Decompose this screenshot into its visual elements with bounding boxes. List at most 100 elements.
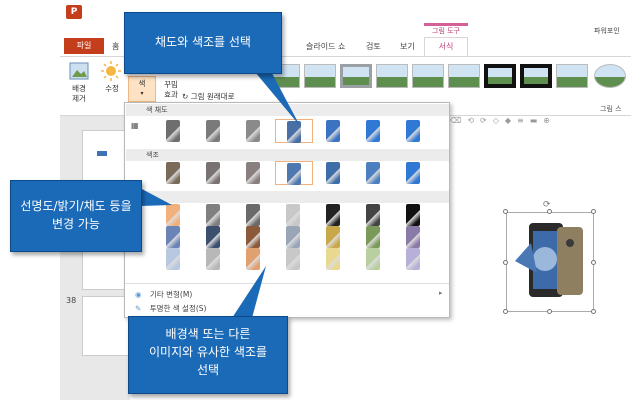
color-swatch[interactable] xyxy=(363,119,383,143)
reset-picture-icon: ↻ xyxy=(182,92,189,101)
color-swatch[interactable] xyxy=(243,247,263,271)
phone-thumbnail-icon xyxy=(406,204,420,226)
set-transparent-color-item[interactable]: ✎ 투명한 색 설정(S) xyxy=(135,303,206,314)
color-swatch[interactable] xyxy=(283,247,303,271)
more-variations-label: 기타 변형(M) xyxy=(149,290,193,299)
slide-thumb-accent xyxy=(97,151,107,156)
tab-format[interactable]: 서식 xyxy=(424,37,468,56)
artistic-effects-button[interactable]: 꾸밈 효과 xyxy=(158,80,184,100)
phone-thumbnail-icon xyxy=(246,204,260,226)
color-swatch[interactable] xyxy=(363,161,383,185)
color-swatch[interactable] xyxy=(363,225,383,249)
color-swatch[interactable] xyxy=(163,247,183,271)
phone-thumbnail-icon xyxy=(246,120,260,142)
tab-home[interactable]: 홈 xyxy=(112,42,120,51)
arrow-bottom xyxy=(232,266,266,318)
picture-style-7[interactable] xyxy=(484,64,516,88)
reset-picture-button[interactable]: ↻ 그림 원래대로 xyxy=(182,92,252,102)
color-swatch[interactable] xyxy=(243,119,263,143)
phone-thumbnail-icon xyxy=(206,120,220,142)
artistic-label-line1: 꾸밈 xyxy=(164,80,178,89)
corrections-button[interactable] xyxy=(100,60,122,82)
color-swatch[interactable] xyxy=(403,247,423,271)
resize-handle[interactable] xyxy=(591,209,596,214)
resize-handle[interactable] xyxy=(503,260,508,265)
resize-handle[interactable] xyxy=(547,309,552,314)
phone-thumbnail-icon xyxy=(206,226,220,248)
phone-thumbnail-icon xyxy=(246,248,260,270)
color-swatch[interactable] xyxy=(323,247,343,271)
color-swatch[interactable] xyxy=(363,247,383,271)
color-swatch[interactable] xyxy=(403,225,423,249)
picture-style-10[interactable] xyxy=(594,64,626,88)
resize-handle[interactable] xyxy=(547,209,552,214)
color-swatch[interactable] xyxy=(203,119,223,143)
corrections-label: 수정 xyxy=(105,84,119,93)
phone-thumbnail-icon xyxy=(286,204,300,226)
tone-section-header: 색조 xyxy=(126,149,449,161)
resize-handle[interactable] xyxy=(591,260,596,265)
color-swatch[interactable] xyxy=(275,161,313,185)
remove-bg-label-line2: 제거 xyxy=(72,94,86,103)
color-button[interactable]: 색 ▾ xyxy=(128,76,156,102)
color-swatch[interactable] xyxy=(283,203,303,227)
phone-thumbnail-icon xyxy=(366,162,380,184)
color-swatch[interactable] xyxy=(203,247,223,271)
resize-handle[interactable] xyxy=(503,309,508,314)
color-swatch[interactable] xyxy=(323,161,343,185)
phone-thumbnail-icon xyxy=(206,248,220,270)
picture-tools-context-label: 그림 도구 xyxy=(424,23,468,37)
set-transparent-color-label: 투명한 색 설정(S) xyxy=(149,304,207,313)
remove-background-button[interactable] xyxy=(68,60,90,82)
tab-review[interactable]: 검토 xyxy=(366,42,381,51)
phone-thumbnail-icon xyxy=(406,162,420,184)
color-swatch[interactable] xyxy=(203,225,223,249)
color-swatch[interactable] xyxy=(203,161,223,185)
phone-thumbnail-icon xyxy=(166,226,180,248)
tab-file[interactable]: 파일 xyxy=(64,38,104,54)
artistic-label-line2: 효과 xyxy=(164,90,178,99)
color-swatch[interactable] xyxy=(323,225,343,249)
picture-style-8[interactable] xyxy=(520,64,552,88)
color-swatch[interactable] xyxy=(403,119,423,143)
color-swatch[interactable] xyxy=(323,119,343,143)
eyedropper-icon: ✎ xyxy=(135,304,142,313)
powerpoint-app-icon: P xyxy=(66,5,82,19)
picture-style-3[interactable] xyxy=(340,64,372,88)
color-swatch[interactable] xyxy=(323,203,343,227)
picture-style-2[interactable] xyxy=(304,64,336,88)
color-swatch[interactable] xyxy=(275,119,313,143)
color-button-label: 색 xyxy=(138,79,146,88)
phone-thumbnail-icon xyxy=(246,162,260,184)
resize-handle[interactable] xyxy=(591,309,596,314)
resize-handle[interactable] xyxy=(503,209,508,214)
color-swatch[interactable] xyxy=(243,225,263,249)
slide-thumbnail-38[interactable] xyxy=(82,296,130,356)
picture-style-5[interactable] xyxy=(412,64,444,88)
menu-divider xyxy=(125,283,449,284)
color-swatch[interactable] xyxy=(243,161,263,185)
tab-view[interactable]: 보기 xyxy=(400,42,415,51)
callout-bottom-line2: 이미지와 유사한 색조를 xyxy=(148,345,268,359)
rotate-handle-icon[interactable]: ⟳ xyxy=(543,200,551,210)
secondary-toolbar-icons[interactable]: ⌫⟲⟳◇◆≡▬⊕ xyxy=(450,116,556,125)
color-swatch[interactable] xyxy=(363,203,383,227)
more-variations-item[interactable]: ◉ 기타 변형(M) xyxy=(135,289,192,300)
phone-thumbnail-icon xyxy=(326,204,340,226)
chevron-right-icon: ▸ xyxy=(439,289,443,297)
color-gallery-dropdown: 색 채도 색조 ▦ ◉ 기타 변형(M) ▸ ✎ 투명한 색 설정(S) xyxy=(124,102,450,318)
color-swatch[interactable] xyxy=(203,203,223,227)
color-swatch[interactable] xyxy=(243,203,263,227)
color-swatch[interactable] xyxy=(283,225,303,249)
color-swatch[interactable] xyxy=(403,161,423,185)
color-swatch[interactable] xyxy=(163,203,183,227)
tab-slideshow[interactable]: 슬라이드 쇼 xyxy=(306,42,346,51)
color-swatch[interactable] xyxy=(163,161,183,185)
picture-style-4[interactable] xyxy=(376,64,408,88)
picture-style-6[interactable] xyxy=(448,64,480,88)
picture-style-9[interactable] xyxy=(556,64,588,88)
color-swatch[interactable] xyxy=(163,225,183,249)
color-swatch[interactable] xyxy=(163,119,183,143)
color-swatch[interactable] xyxy=(403,203,423,227)
callout-bottom-line1: 배경색 또는 다른 xyxy=(165,327,251,341)
